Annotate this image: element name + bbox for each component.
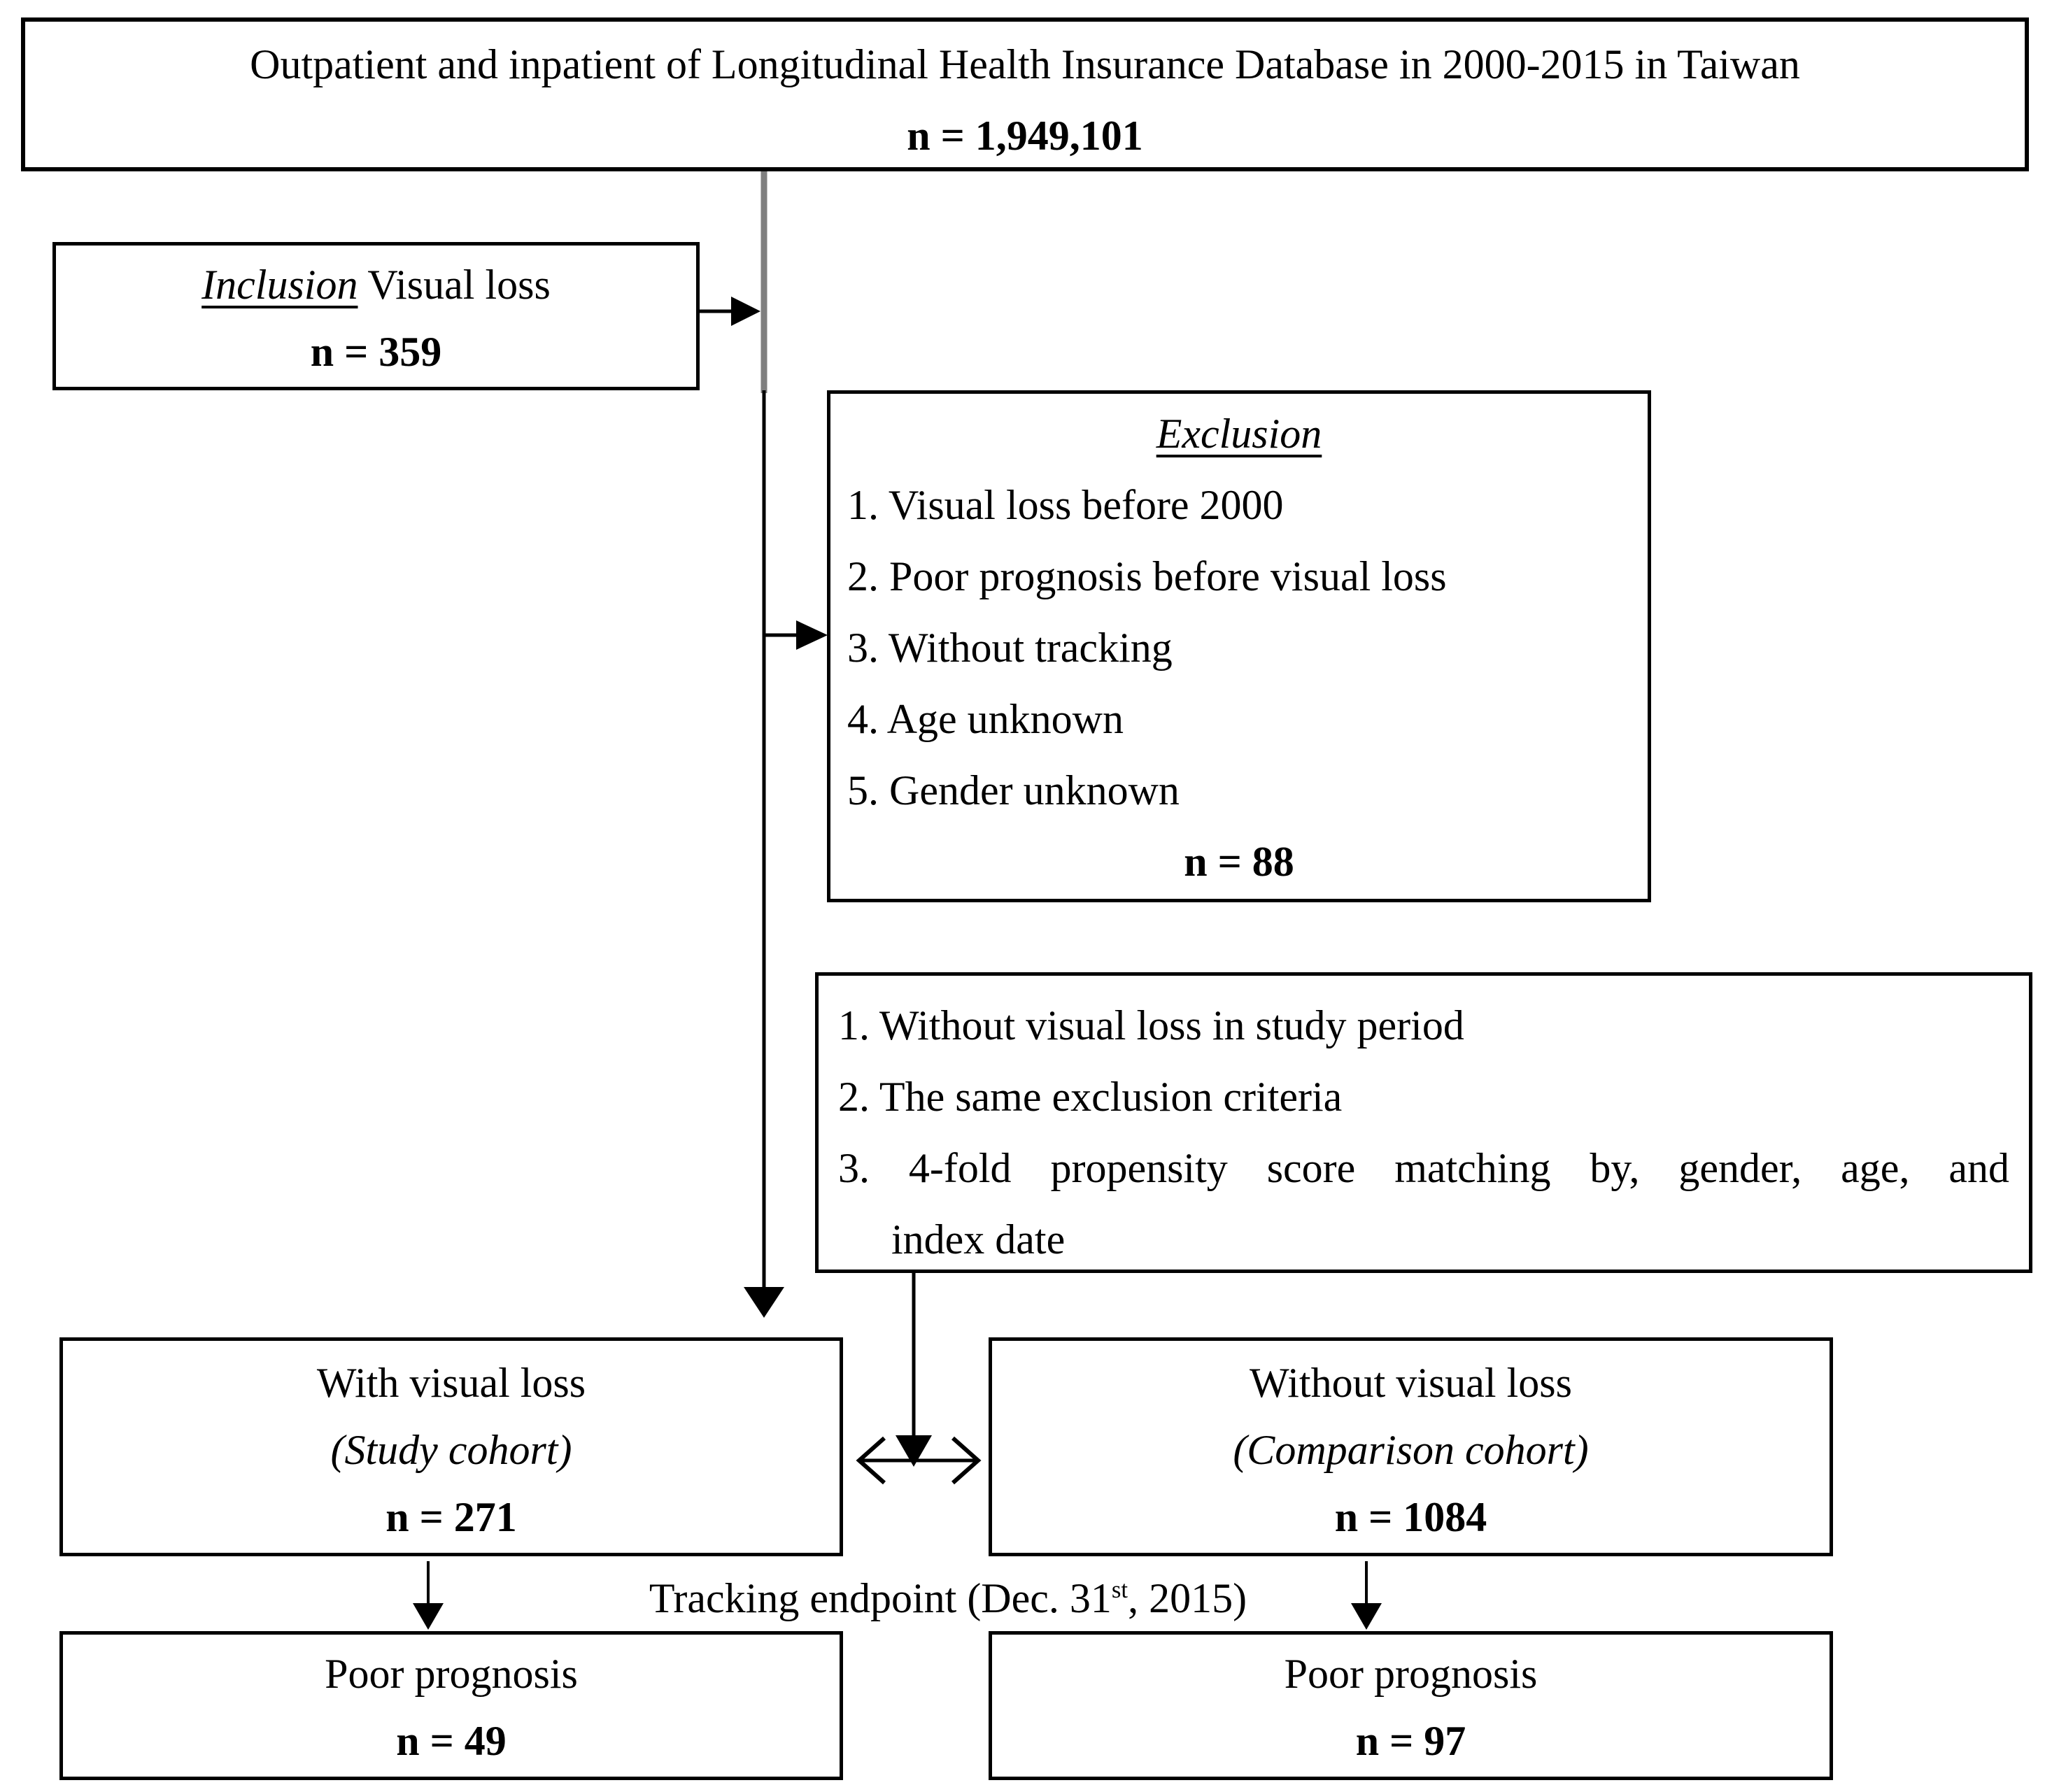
comparison-outcome-count: n = 97 — [1355, 1718, 1466, 1764]
comparison-cohort-title: Without visual loss — [1250, 1360, 1572, 1406]
matching-item-3: 3. 4-fold propensity score matching by, … — [838, 1145, 2009, 1191]
comparison-outcome-arrowhead-icon — [1351, 1603, 1382, 1630]
main-trunk-arrowhead-icon — [744, 1287, 784, 1318]
matching-item-2: 2. The same exclusion criteria — [838, 1074, 1343, 1120]
exclusion-arrowhead-icon — [796, 620, 828, 650]
study-outcome-box: Poor prognosis n = 49 — [59, 1631, 843, 1780]
comparison-cohort-count: n = 1084 — [1334, 1494, 1487, 1540]
study-outcome-arrowhead-icon — [413, 1603, 444, 1630]
comparison-cohort-subtitle: (Comparison cohort) — [1233, 1427, 1589, 1473]
study-outcome-title: Poor prognosis — [325, 1651, 578, 1697]
study-cohort-count: n = 271 — [385, 1494, 517, 1540]
exclusion-count: n = 88 — [1184, 839, 1294, 885]
matching-criteria-box: 1. Without visual loss in study period 2… — [815, 972, 2032, 1273]
inclusion-count: n = 359 — [310, 329, 442, 375]
study-cohort-title: With visual loss — [316, 1360, 586, 1406]
exclusion-item-2: 2. Poor prognosis before visual loss — [847, 553, 1447, 599]
tracking-endpoint-label: Tracking endpoint (Dec. 31st, 2015) — [605, 1575, 1291, 1621]
source-population-count: n = 1,949,101 — [907, 113, 1143, 159]
source-population-box: Outpatient and inpatient of Longitudinal… — [21, 17, 2029, 171]
comparison-cohort-box: Without visual loss (Comparison cohort) … — [989, 1337, 1833, 1556]
matching-item-3-continued: index date — [891, 1216, 1066, 1263]
matching-arrowhead-icon — [896, 1435, 932, 1467]
matching-item-1: 1. Without visual loss in study period — [838, 1002, 1464, 1048]
study-outcome-count: n = 49 — [396, 1718, 507, 1764]
exclusion-item-3: 3. Without tracking — [847, 625, 1173, 671]
tracking-endpoint-text: Tracking endpoint (Dec. 31 — [649, 1575, 1112, 1621]
study-cohort-box: With visual loss (Study cohort) n = 271 — [59, 1337, 843, 1556]
exclusion-item-4: 4. Age unknown — [847, 696, 1124, 742]
exclusion-label: Exclusion — [1156, 411, 1322, 457]
source-population-title: Outpatient and inpatient of Longitudinal… — [250, 41, 1800, 87]
inclusion-title: Visual loss — [367, 262, 551, 308]
inclusion-box: Inclusion Visual loss n = 359 — [52, 242, 700, 390]
exclusion-box: Exclusion 1. Visual loss before 2000 2. … — [827, 390, 1651, 902]
study-cohort-subtitle: (Study cohort) — [330, 1427, 572, 1473]
inclusion-label: Inclusion — [201, 262, 358, 308]
comparison-outcome-box: Poor prognosis n = 97 — [989, 1631, 1833, 1780]
tracking-endpoint-text-end: , 2015) — [1128, 1575, 1247, 1621]
cohort-link-left-arrowhead-icon — [856, 1436, 886, 1485]
exclusion-item-1: 1. Visual loss before 2000 — [847, 482, 1284, 528]
exclusion-item-5: 5. Gender unknown — [847, 767, 1180, 813]
cohort-link-right-arrowhead-icon — [951, 1436, 982, 1485]
comparison-outcome-title: Poor prognosis — [1284, 1651, 1538, 1697]
tracking-endpoint-superscript: st — [1111, 1576, 1128, 1603]
inclusion-arrowhead-icon — [731, 297, 760, 326]
